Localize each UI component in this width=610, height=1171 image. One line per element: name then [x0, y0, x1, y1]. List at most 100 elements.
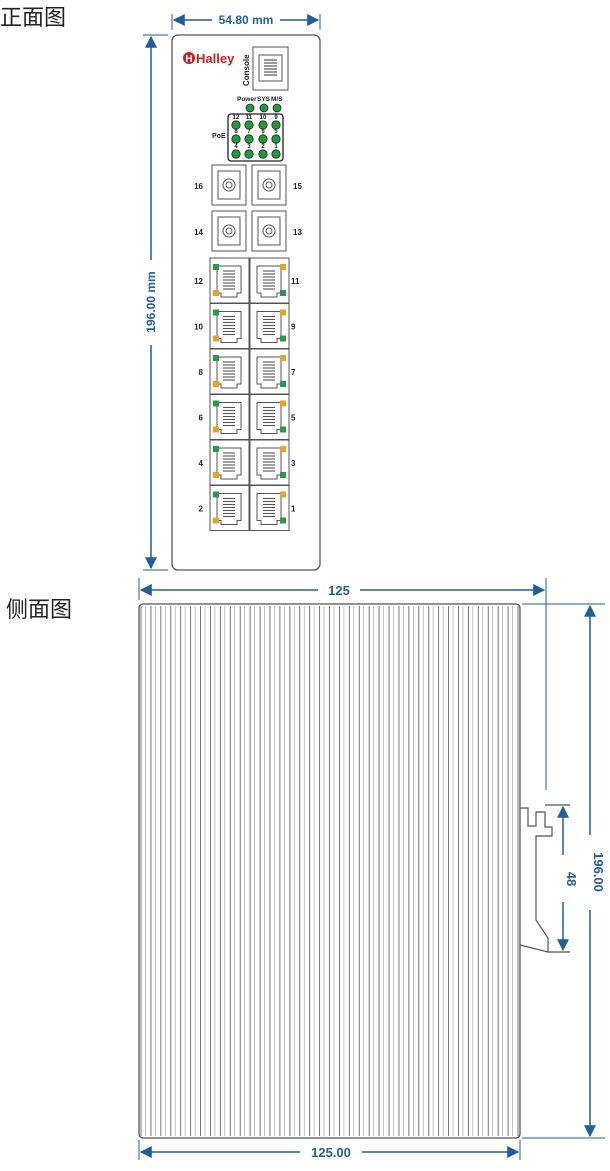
- sfp-core: [225, 181, 233, 189]
- port-led: [280, 355, 286, 361]
- rj45-port-label: 6: [199, 414, 204, 423]
- port-led: [213, 491, 219, 498]
- poe-led: [258, 149, 268, 159]
- sfp-port-label: 14: [194, 228, 203, 237]
- port-led: [280, 264, 286, 270]
- svg-text:H: H: [185, 54, 192, 65]
- poe-led-label: 9: [274, 115, 278, 121]
- rj45-port-label: 8: [199, 368, 204, 377]
- port-led: [213, 517, 219, 524]
- front-height-dimension: 196.00 mm: [143, 34, 168, 571]
- rj45-port-label: 10: [194, 323, 203, 332]
- sfp-port-label: 16: [194, 182, 203, 191]
- poe-led: [271, 134, 281, 144]
- port-led: [213, 426, 219, 433]
- sfp-core: [265, 181, 273, 189]
- din-rail-clip: [519, 804, 570, 953]
- port-led: [213, 290, 219, 296]
- port-led: [213, 309, 219, 316]
- poe-led-label: 10: [260, 115, 267, 121]
- side-top-width-dimension: 125: [138, 578, 547, 790]
- port-led: [280, 517, 286, 524]
- led-label-sys: SYS: [257, 96, 271, 103]
- poe-led-label: 8: [234, 129, 238, 135]
- rj45-port-label: 7: [291, 368, 296, 377]
- poe-led-label: 12: [233, 115, 240, 121]
- rj45-port-label: 3: [291, 459, 296, 468]
- poe-led: [271, 120, 281, 130]
- side-view-label: 侧面图: [6, 598, 73, 623]
- sfp-ports: 16 15 14 13: [194, 164, 302, 252]
- front-width-dimension: 54.80 mm: [171, 13, 321, 30]
- poe-led-block: PoE 12 11 10 9 8 7 6 5 4 3 2 1: [212, 113, 284, 162]
- din-rail-dimension: 48: [557, 805, 579, 952]
- front-height-text: 196.00 mm: [144, 271, 158, 332]
- sys-led: [259, 103, 269, 113]
- port-led: [280, 290, 286, 296]
- rj45-port-label: 5: [291, 414, 296, 423]
- rj45-port-label: 1: [291, 505, 296, 514]
- sfp-port-label: 15: [293, 182, 302, 191]
- port-led: [213, 355, 219, 361]
- port-led: [213, 335, 219, 342]
- port-led: [280, 335, 286, 342]
- heatsink-fins: [140, 606, 519, 1136]
- ms-led: [272, 103, 282, 113]
- rj45-port-label: 2: [199, 505, 204, 514]
- brand-text: Halley: [196, 51, 235, 66]
- port-led: [280, 309, 286, 316]
- rj45-port-label: 12: [194, 277, 203, 286]
- side-bottom-width-text: 125.00: [311, 1145, 351, 1160]
- sfp-core: [225, 227, 233, 235]
- poe-led: [258, 134, 268, 144]
- rj45-ports: 12 11 10 9 8 7 6 5 4 3 2 1: [194, 257, 300, 531]
- poe-led-label: 5: [274, 129, 278, 135]
- poe-led: [271, 149, 281, 159]
- poe-led: [244, 134, 254, 144]
- rj45-port-label: 9: [291, 323, 296, 332]
- side-view: 125 125.00 196.00 48: [138, 578, 606, 1160]
- poe-led-label: 11: [246, 115, 253, 121]
- status-leds: Power SYS M/S: [237, 96, 283, 113]
- sfp-port-label: 13: [293, 228, 302, 237]
- poe-led: [231, 120, 241, 130]
- console-port: Console: [242, 46, 289, 91]
- port-led: [280, 381, 286, 387]
- side-height-text: 196.00: [591, 852, 606, 892]
- poe-led-label: 2: [261, 144, 265, 150]
- port-led: [213, 400, 219, 407]
- console-label: Console: [242, 54, 251, 86]
- port-led: [280, 426, 286, 433]
- din-rail-text: 48: [564, 872, 579, 886]
- poe-led-label: 4: [234, 144, 238, 150]
- sfp-core: [265, 227, 273, 235]
- side-bottom-width-dimension: 125.00: [138, 1140, 521, 1160]
- poe-label: PoE: [212, 133, 226, 140]
- poe-led: [231, 134, 241, 144]
- poe-led: [244, 120, 254, 130]
- rj45-port-label: 11: [291, 277, 300, 286]
- side-height-dimension: 196.00: [522, 603, 606, 1139]
- power-led: [245, 103, 255, 113]
- port-led: [213, 264, 219, 270]
- brand-logo: H Halley: [183, 51, 235, 66]
- port-led: [213, 472, 219, 478]
- port-led: [213, 381, 219, 387]
- poe-led: [231, 149, 241, 159]
- port-led: [280, 472, 286, 478]
- port-led: [213, 446, 219, 452]
- led-label-power: Power: [237, 96, 257, 103]
- rj45-port-label: 4: [199, 459, 204, 468]
- poe-led-label: 6: [261, 129, 265, 135]
- poe-led-label: 1: [274, 144, 278, 150]
- side-top-width-text: 125: [328, 583, 350, 598]
- front-width-text: 54.80 mm: [219, 13, 274, 27]
- poe-led-label: 3: [247, 144, 251, 150]
- port-led: [280, 400, 286, 407]
- port-led: [280, 446, 286, 452]
- led-label-ms: M/S: [271, 96, 283, 103]
- poe-led-label: 7: [247, 129, 251, 135]
- poe-led: [244, 149, 254, 159]
- front-view-label: 正面图: [0, 6, 67, 31]
